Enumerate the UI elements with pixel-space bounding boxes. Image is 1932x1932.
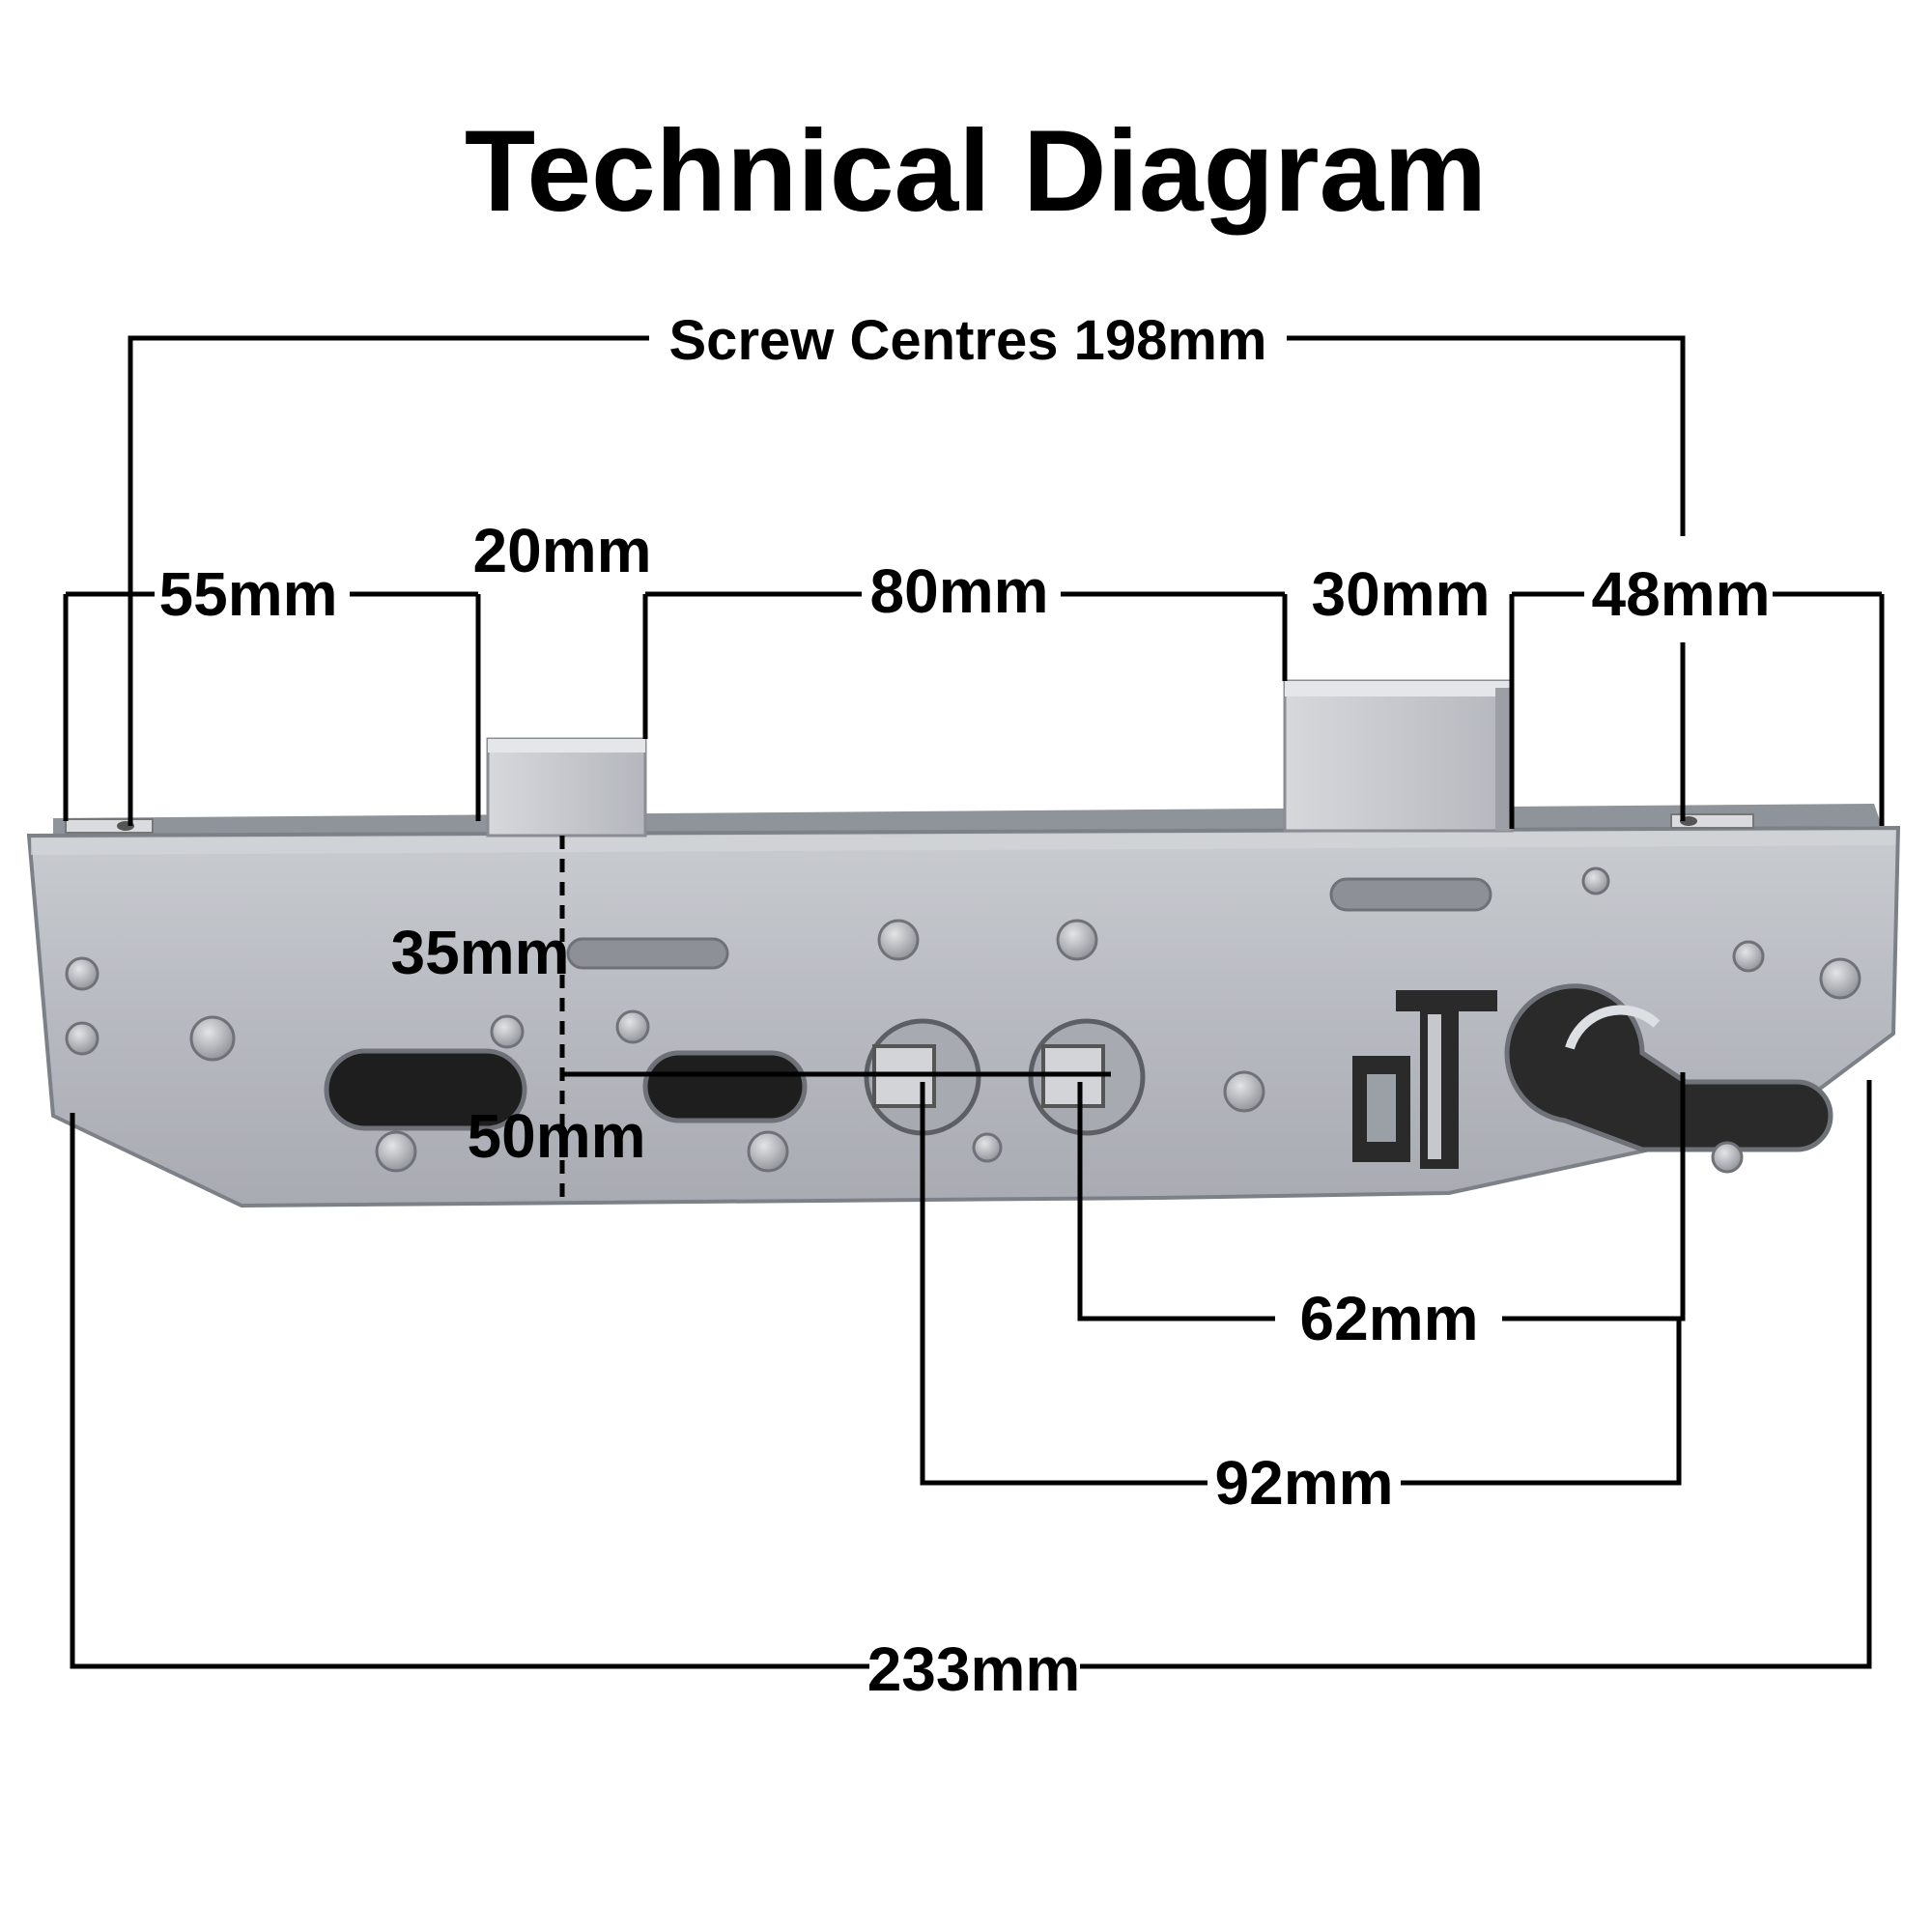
dimension-backset: 35mm 50mm (391, 836, 1111, 1200)
dimension-233mm: 233mm (70, 1080, 1872, 1704)
dimension-screw-centres: Screw Centres 198mm (128, 309, 1686, 826)
mechanism-window (1352, 990, 1497, 1169)
label-screw-centres: Screw Centres 198mm (669, 309, 1267, 372)
rivets (65, 867, 1861, 1174)
diagram-title: Technical Diagram (465, 106, 1487, 236)
label-55mm: 55mm (159, 559, 338, 629)
dimension-62mm: 62mm (1077, 1072, 1686, 1353)
label-80mm: 80mm (870, 556, 1049, 626)
slot-upper-left (566, 937, 729, 970)
slot-centre (642, 1050, 808, 1123)
screw-tab-left (65, 818, 154, 834)
label-48mm: 48mm (1592, 559, 1771, 629)
label-50mm: 50mm (468, 1101, 646, 1171)
deadbolt (1283, 679, 1514, 833)
slot-left (324, 1048, 527, 1131)
dimension-top-row: 55mm 20mm 80mm 30mm 48mm (63, 516, 1885, 829)
label-20mm: 20mm (473, 516, 652, 585)
latch-bolt (486, 737, 647, 838)
label-35mm: 35mm (391, 918, 570, 987)
label-92mm: 92mm (1215, 1448, 1394, 1518)
slot-upper-right (1329, 877, 1492, 912)
lock-case (26, 679, 1901, 1208)
label-62mm: 62mm (1300, 1284, 1479, 1353)
dimension-92mm: 92mm (920, 1082, 1682, 1518)
follower-hub-right (1028, 1018, 1146, 1136)
label-233mm: 233mm (867, 1634, 1081, 1704)
label-30mm: 30mm (1312, 559, 1491, 629)
